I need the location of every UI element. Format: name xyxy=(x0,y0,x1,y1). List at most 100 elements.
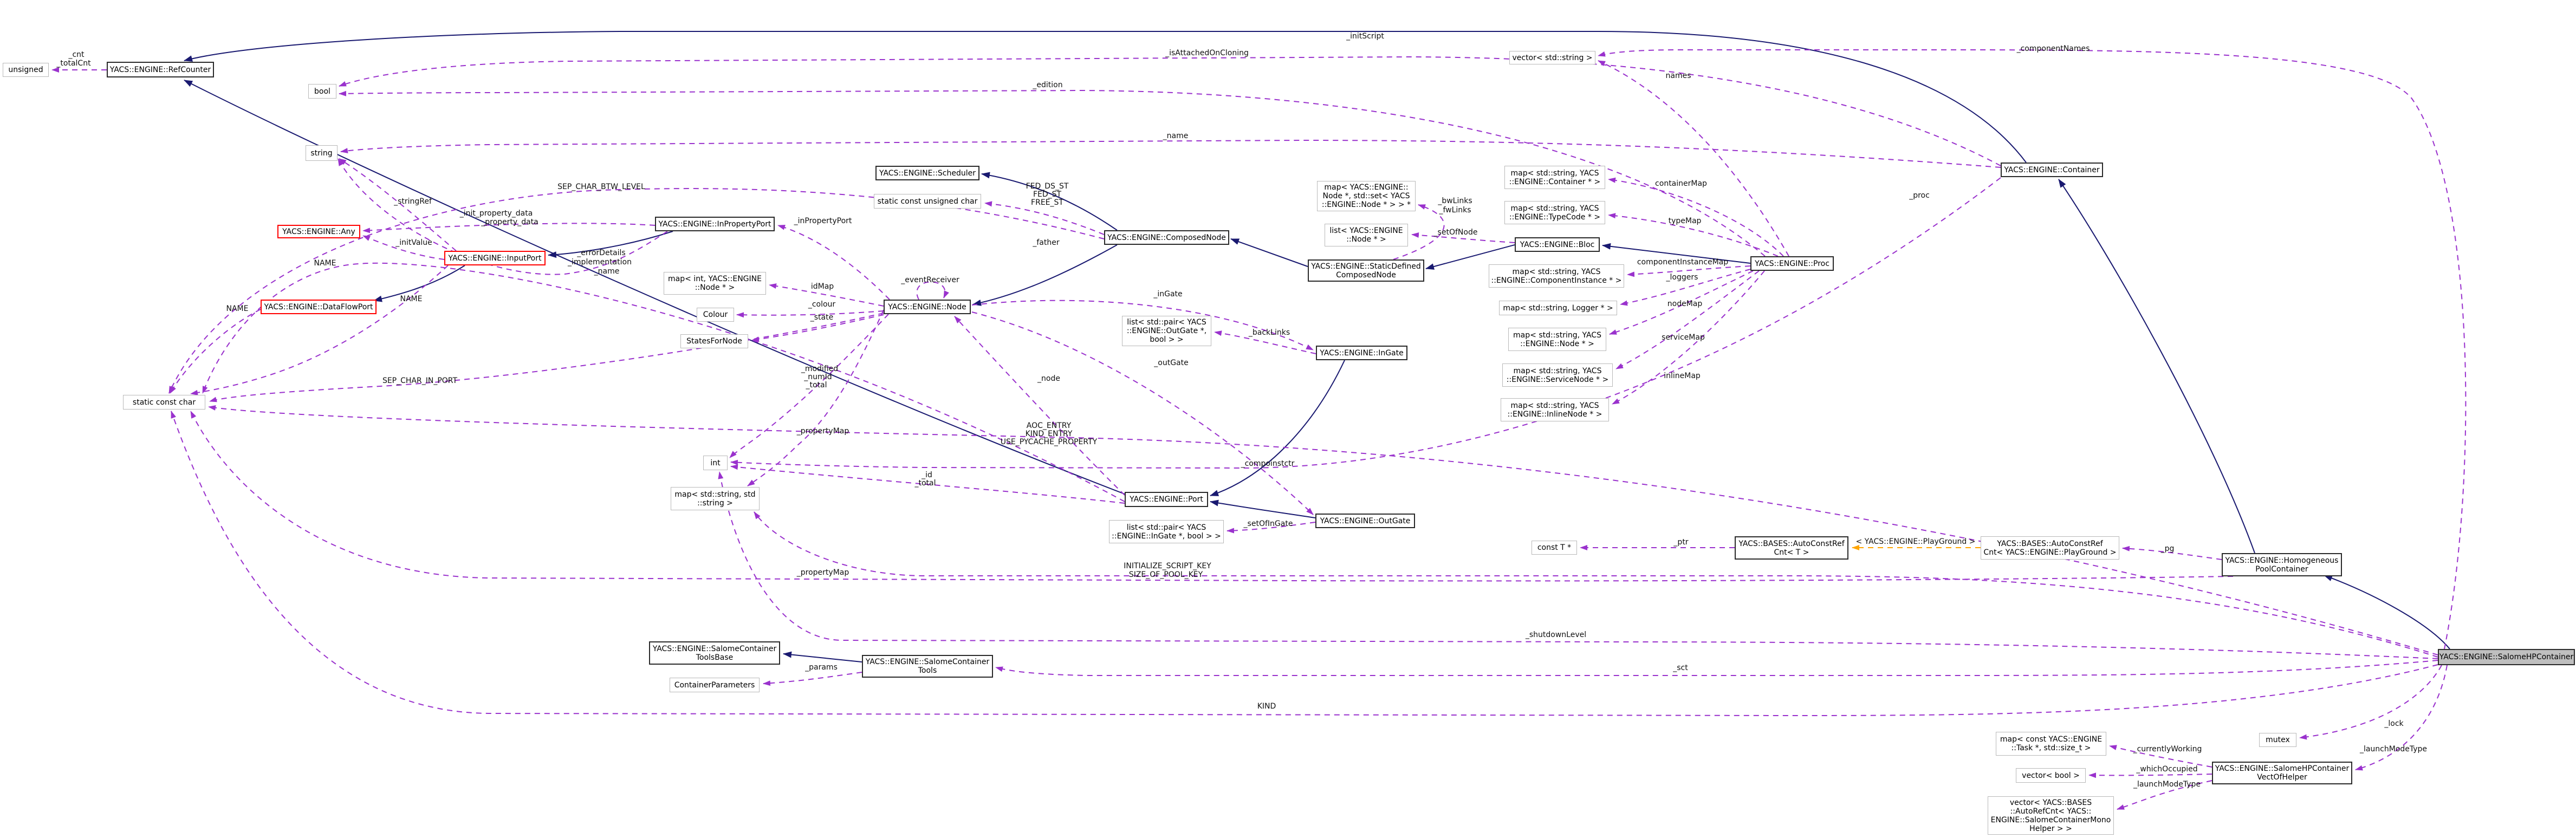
class-node-label: vector< bool > xyxy=(2022,771,2080,780)
class-node-map-node2[interactable]: map< std::string, YACS::ENGINE::Node * > xyxy=(1508,328,1606,351)
edge-inherit-5 xyxy=(1425,244,1515,270)
class-node-label: YACS::ENGINE::SalomeHPContainer xyxy=(2439,653,2574,661)
edge-usage-56 xyxy=(170,309,261,394)
edge-usage-40 xyxy=(2122,545,2222,560)
edge-inherit-10 xyxy=(1210,499,1316,518)
edge-label-63: KIND xyxy=(1257,702,1276,711)
class-node-composednode[interactable]: YACS::ENGINE::ComposedNode xyxy=(1104,230,1229,245)
class-node-list-node[interactable]: list< YACS::ENGINE::Node * > xyxy=(1325,224,1408,246)
edge-usage-53 xyxy=(984,201,1105,235)
edge-label-51: _propertyMap xyxy=(796,427,849,436)
edge-label-54: _setOfInGate xyxy=(1243,519,1293,528)
class-node-map-typecode[interactable]: map< std::string, YACS::ENGINE::TypeCode… xyxy=(1504,201,1605,224)
edge-usage-24 xyxy=(971,300,1314,350)
class-node-proc[interactable]: YACS::ENGINE::Proc xyxy=(1750,256,1834,271)
class-node-map-servicenode[interactable]: map< std::string, YACS::ENGINE::ServiceN… xyxy=(1502,363,1613,387)
class-node-unsigned[interactable]: unsigned xyxy=(3,63,49,77)
class-node-list-outgate-bool[interactable]: list< std::pair< YACS::ENGINE::OutGate *… xyxy=(1122,316,1211,346)
class-node-any[interactable]: YACS::ENGINE::Any xyxy=(277,225,360,238)
edge-label-29: _modified xyxy=(801,365,839,373)
edge-usage-33 xyxy=(1627,265,1751,277)
class-node-label: ::Node * > xyxy=(1346,235,1386,244)
edge-label-31: _total xyxy=(806,381,827,389)
class-node-salomehpcontainer[interactable]: YACS::ENGINE::SalomeHPContainer xyxy=(2438,649,2575,665)
class-node-statesfornode[interactable]: StatesForNode xyxy=(680,334,748,348)
edge-label-39: containerMap xyxy=(1655,179,1707,188)
class-node-inpropertyport[interactable]: YACS::ENGINE::InPropertyPort xyxy=(655,217,775,231)
class-node-refcounter[interactable]: YACS::ENGINE::RefCounter xyxy=(107,62,214,77)
edge-usage-62 xyxy=(362,235,445,260)
edge-label-9: SEP_CHAR_IN_PORT xyxy=(382,376,458,385)
class-node-port[interactable]: YACS::ENGINE::Port xyxy=(1125,492,1208,507)
edge-label-17: NAME xyxy=(226,304,249,313)
class-node-label: mutex xyxy=(2266,736,2290,744)
class-node-map-compinst[interactable]: map< std::string, YACS::ENGINE::Componen… xyxy=(1489,264,1624,288)
edge-label-56: SIZE_OF_POOL_KEY xyxy=(1128,570,1203,579)
class-node-label: list< std::pair< YACS xyxy=(1127,318,1206,327)
class-node-label: static const unsigned char xyxy=(877,197,978,206)
edge-label-44: serviceMap xyxy=(1662,333,1705,342)
class-node-string[interactable]: string xyxy=(306,145,338,161)
class-node-vector-bool[interactable]: vector< bool > xyxy=(2016,768,2086,783)
class-node-label: ::ENGINE::ServiceNode * > xyxy=(1506,375,1609,384)
class-node-outgate[interactable]: YACS::ENGINE::OutGate xyxy=(1315,514,1415,528)
edge-usage-58 xyxy=(202,262,1125,502)
class-node-bloc[interactable]: YACS::ENGINE::Bloc xyxy=(1515,237,1600,252)
class-node-label: const T * xyxy=(1537,543,1572,552)
edge-usage-16 xyxy=(339,56,2001,166)
class-node-label: map< int, YACS::ENGINE xyxy=(668,275,762,283)
edge-inherit-7 xyxy=(373,265,465,302)
class-node-label: YACS::ENGINE::Port xyxy=(1130,495,1203,504)
class-node-static-const-unsigned-char[interactable]: static const unsigned char xyxy=(874,194,981,209)
edge-usage-25 xyxy=(971,311,1314,515)
edge-label-45: inlineMap xyxy=(1664,372,1701,380)
class-node-vector-string[interactable]: vector< std::string > xyxy=(1509,51,1595,64)
class-node-bool[interactable]: bool xyxy=(308,84,336,99)
class-node-map-container[interactable]: map< std::string, YACS::ENGINE::Containe… xyxy=(1504,166,1605,189)
edge-label-27: _colour xyxy=(808,300,836,309)
class-node-vector-autorefcnt[interactable]: vector< YACS::BASES::AutoRefCnt< YACS::E… xyxy=(1988,796,2114,835)
class-node-label: ::Task *, std::size_t > xyxy=(2011,744,2091,752)
class-node-int[interactable]: int xyxy=(703,456,728,470)
edge-label-20: _name xyxy=(594,267,620,276)
class-node-label: ContainerParameters xyxy=(674,680,755,690)
class-node-node[interactable]: YACS::ENGINE::Node xyxy=(884,300,971,314)
edge-label-65: _lock xyxy=(2384,719,2404,728)
edge-label-32: _node xyxy=(1037,374,1060,383)
edge-label-33: _inGate xyxy=(1153,290,1183,298)
class-node-containerparameters[interactable]: ContainerParameters xyxy=(670,678,760,692)
class-node-label: Helper > > xyxy=(2029,824,2072,833)
class-node-map-int-node[interactable]: map< int, YACS::ENGINE::Node * > xyxy=(664,272,766,295)
class-node-container[interactable]: YACS::ENGINE::Container xyxy=(2001,163,2103,177)
edge-label-52: _id xyxy=(922,471,932,479)
class-node-map-node-set[interactable]: map< YACS::ENGINE::Node *, std::set< YAC… xyxy=(1317,181,1416,211)
edge-label-2: _isAttachedOnCloning xyxy=(1165,49,1249,57)
class-node-label: Node *, std::set< YACS xyxy=(1322,192,1410,200)
edge-label-69: _launchModeType xyxy=(2133,780,2201,789)
edge-usage-67 xyxy=(747,309,884,486)
class-node-static-const-char[interactable]: static const char xyxy=(123,395,205,410)
class-node-ingate[interactable]: YACS::ENGINE::InGate xyxy=(1316,346,1407,360)
class-node-colour[interactable]: Colour xyxy=(697,308,734,322)
class-node-label: YACS::ENGINE::ComposedNode xyxy=(1107,233,1226,242)
class-node-map-inlinenode[interactable]: map< std::string, YACS::ENGINE::InlineNo… xyxy=(1501,398,1609,421)
class-node-map-logger[interactable]: map< std::string, Logger * > xyxy=(1499,301,1617,315)
class-node-list-ingate-bool[interactable]: list< std::pair< YACS::ENGINE::InGate *,… xyxy=(1109,520,1224,543)
class-node-map-task-sizet[interactable]: map< const YACS::ENGINE::Task *, std::si… xyxy=(1996,732,2106,756)
edge-inherit-6 xyxy=(1602,243,1751,264)
class-node-inputport[interactable]: YACS::ENGINE::InputPort xyxy=(444,251,546,265)
edge-label-57: _propertyMap xyxy=(796,568,849,577)
class-node-map-string-string[interactable]: map< std::string, std::string > xyxy=(671,487,760,510)
edge-label-3: _initScript xyxy=(1346,32,1384,41)
class-node-mutex[interactable]: mutex xyxy=(2259,733,2296,747)
class-node-dataflowport[interactable]: YACS::ENGINE::DataFlowPort xyxy=(261,300,377,314)
class-node-scheduler[interactable]: YACS::ENGINE::Scheduler xyxy=(875,166,979,180)
class-node-const-t[interactable]: const T * xyxy=(1532,541,1577,555)
